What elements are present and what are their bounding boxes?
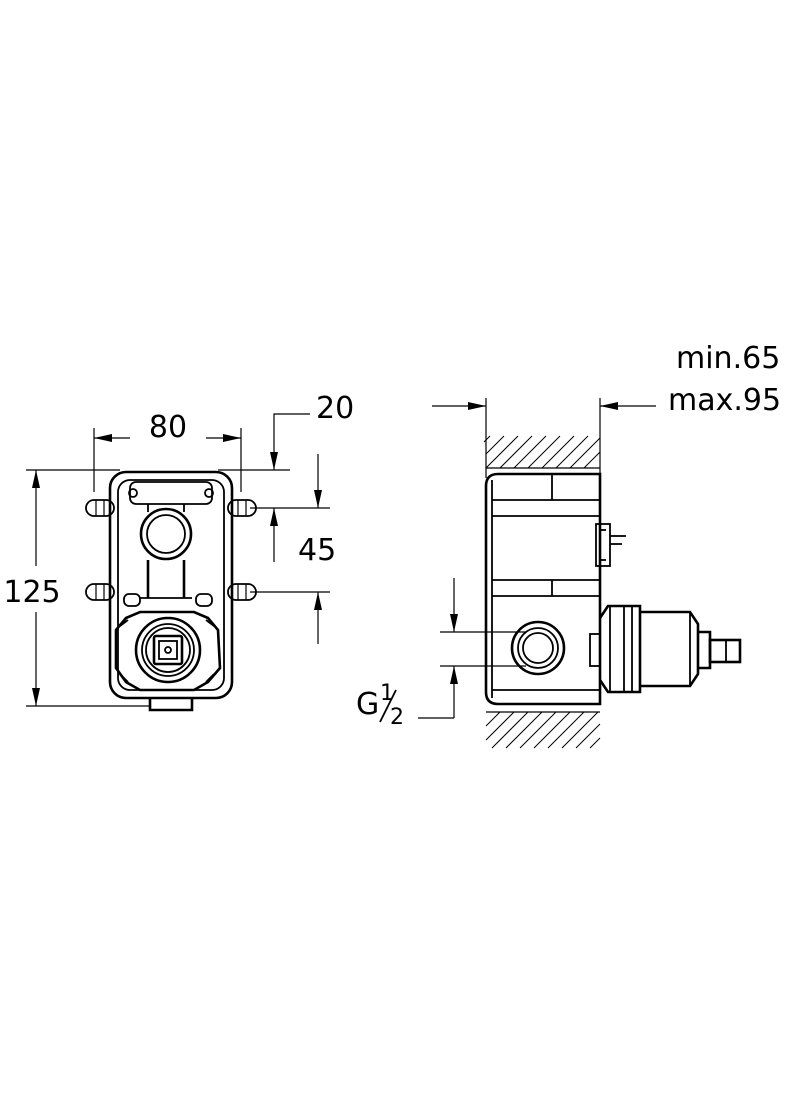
wall-section-top — [483, 435, 601, 469]
upper-outlet — [139, 504, 193, 599]
dimension-offset-label: 20 — [316, 391, 354, 426]
valve-body — [114, 610, 222, 692]
dimension-spacing-label: 45 — [298, 533, 336, 568]
inlet-connection-side — [510, 620, 566, 676]
housing-side — [484, 472, 626, 706]
dimension-depth: min.65 max.95 — [432, 341, 781, 478]
cartridge — [589, 604, 742, 694]
mounting-brackets — [85, 499, 257, 601]
thread-denominator: 2 — [390, 705, 404, 730]
dimension-width-label: 80 — [149, 410, 187, 445]
dimension-offset: 20 — [218, 391, 354, 471]
side-view: min.65 max.95 — [356, 341, 781, 749]
dimension-spacing: 45 — [250, 454, 336, 644]
wall-section-bottom — [485, 711, 601, 749]
thread-letter: G — [356, 687, 379, 722]
thread-numerator: 1 — [380, 681, 394, 706]
dimension-depth-max-label: max.95 — [668, 383, 781, 418]
dimension-height: 125 — [3, 469, 150, 707]
dimension-height-label: 125 — [3, 575, 60, 610]
dimension-width: 80 — [93, 410, 242, 492]
front-view: 80 20 45 125 — [3, 391, 354, 712]
side-slots — [123, 593, 213, 607]
dimension-depth-min-label: min.65 — [676, 341, 780, 376]
dimension-thread: G 1 2 — [356, 578, 526, 730]
